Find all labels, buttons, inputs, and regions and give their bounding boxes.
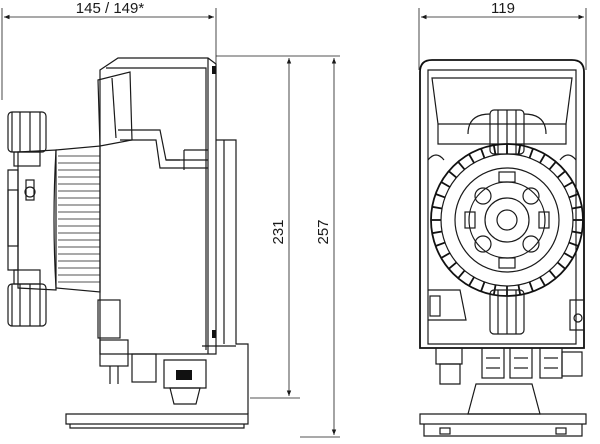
radial-fins <box>431 144 583 296</box>
pump-side-view <box>7 57 249 429</box>
dimension-lines <box>1 8 587 438</box>
upper-valve <box>7 111 47 167</box>
height-outer-label: 257 <box>315 219 332 244</box>
cooling-fins <box>53 145 101 293</box>
cable-glands <box>97 299 207 405</box>
pump-front-view <box>419 59 587 437</box>
lower-valve <box>7 269 47 327</box>
width-front-label: 119 <box>491 0 515 17</box>
width-side-label: 145 / 149* <box>76 0 145 17</box>
dosing-head-front <box>430 143 584 297</box>
height-inner-label: 231 <box>270 219 287 244</box>
front-cable-glands <box>435 347 583 385</box>
